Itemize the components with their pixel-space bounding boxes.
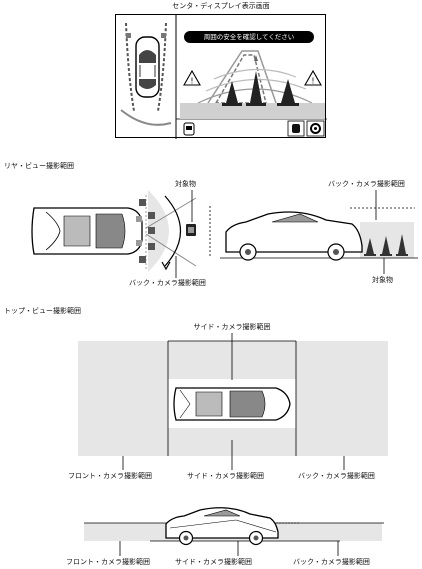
gear-icon[interactable] <box>306 120 325 137</box>
center-display-title: センタ・ディスプレイ表示画面 <box>172 2 270 10</box>
object-label-top: 対象物 <box>175 180 196 188</box>
back-camera-range-shade <box>296 341 388 456</box>
traffic-cone-icon <box>246 55 266 106</box>
object-label-right: 対象物 <box>372 276 393 284</box>
top-view-car-icon <box>135 36 160 98</box>
sensor-marker <box>139 256 146 263</box>
sensor-marker <box>136 216 142 222</box>
rear-camera-view <box>180 50 325 119</box>
side-view-car <box>165 507 279 546</box>
top-view-car <box>173 387 291 421</box>
front-camera-range-label: フロント・カメラ撮影範囲 <box>68 472 152 480</box>
sensor-marker <box>126 33 131 38</box>
side-view-front-camera-label: フロント・カメラ撮影範囲 <box>66 558 150 566</box>
svg-text:!: ! <box>190 77 193 86</box>
rear-arc-line <box>120 109 172 126</box>
rear-range-shade <box>148 190 169 272</box>
front-camera-range-shade <box>78 341 168 456</box>
sensor-marker <box>148 227 155 234</box>
sensor-marker <box>136 240 142 246</box>
top-down-car <box>31 207 143 255</box>
svg-text:!: ! <box>311 77 314 86</box>
back-camera-range-label-right: バック・カメラ撮影範囲 <box>328 180 405 188</box>
back-camera-range-label-bottom: バック・カメラ撮影範囲 <box>129 279 206 287</box>
sensor-marker <box>148 212 155 219</box>
warning-triangle-icon: ! <box>183 69 201 86</box>
sensor-marker <box>139 199 146 206</box>
traffic-cone-icon <box>364 238 376 256</box>
side-camera-range-label-top: サイド・カメラ撮影範囲 <box>193 323 271 331</box>
top-view-title: トップ・ビュー撮影範囲 <box>4 307 81 315</box>
traffic-cone-icon <box>277 79 299 106</box>
car-status-icon <box>183 122 195 136</box>
side-view-back-camera-label: バック・カメラ撮影範囲 <box>293 558 370 566</box>
rear-view-title: リヤ・ビュー撮影範囲 <box>4 162 74 170</box>
screen-graphics: ! ! <box>120 15 327 139</box>
traffic-cone-icon <box>380 236 392 256</box>
warning-message-banner: 周囲の安全を確認してください <box>184 31 314 43</box>
warning-triangle-icon: ! <box>304 69 322 86</box>
back-camera-range-label: バック・カメラ撮影範囲 <box>298 472 375 480</box>
side-view-side-camera-label: サイド・カメラ撮影範囲 <box>175 558 252 566</box>
side-view-car <box>225 211 363 261</box>
side-camera-range-label: サイド・カメラ撮影範囲 <box>187 472 264 480</box>
sensor-marker <box>161 33 166 38</box>
sensor-marker <box>148 243 155 250</box>
traffic-cone-icon <box>222 81 242 106</box>
camera-switch-icon[interactable] <box>287 120 305 137</box>
traffic-cone-icon <box>396 234 408 256</box>
